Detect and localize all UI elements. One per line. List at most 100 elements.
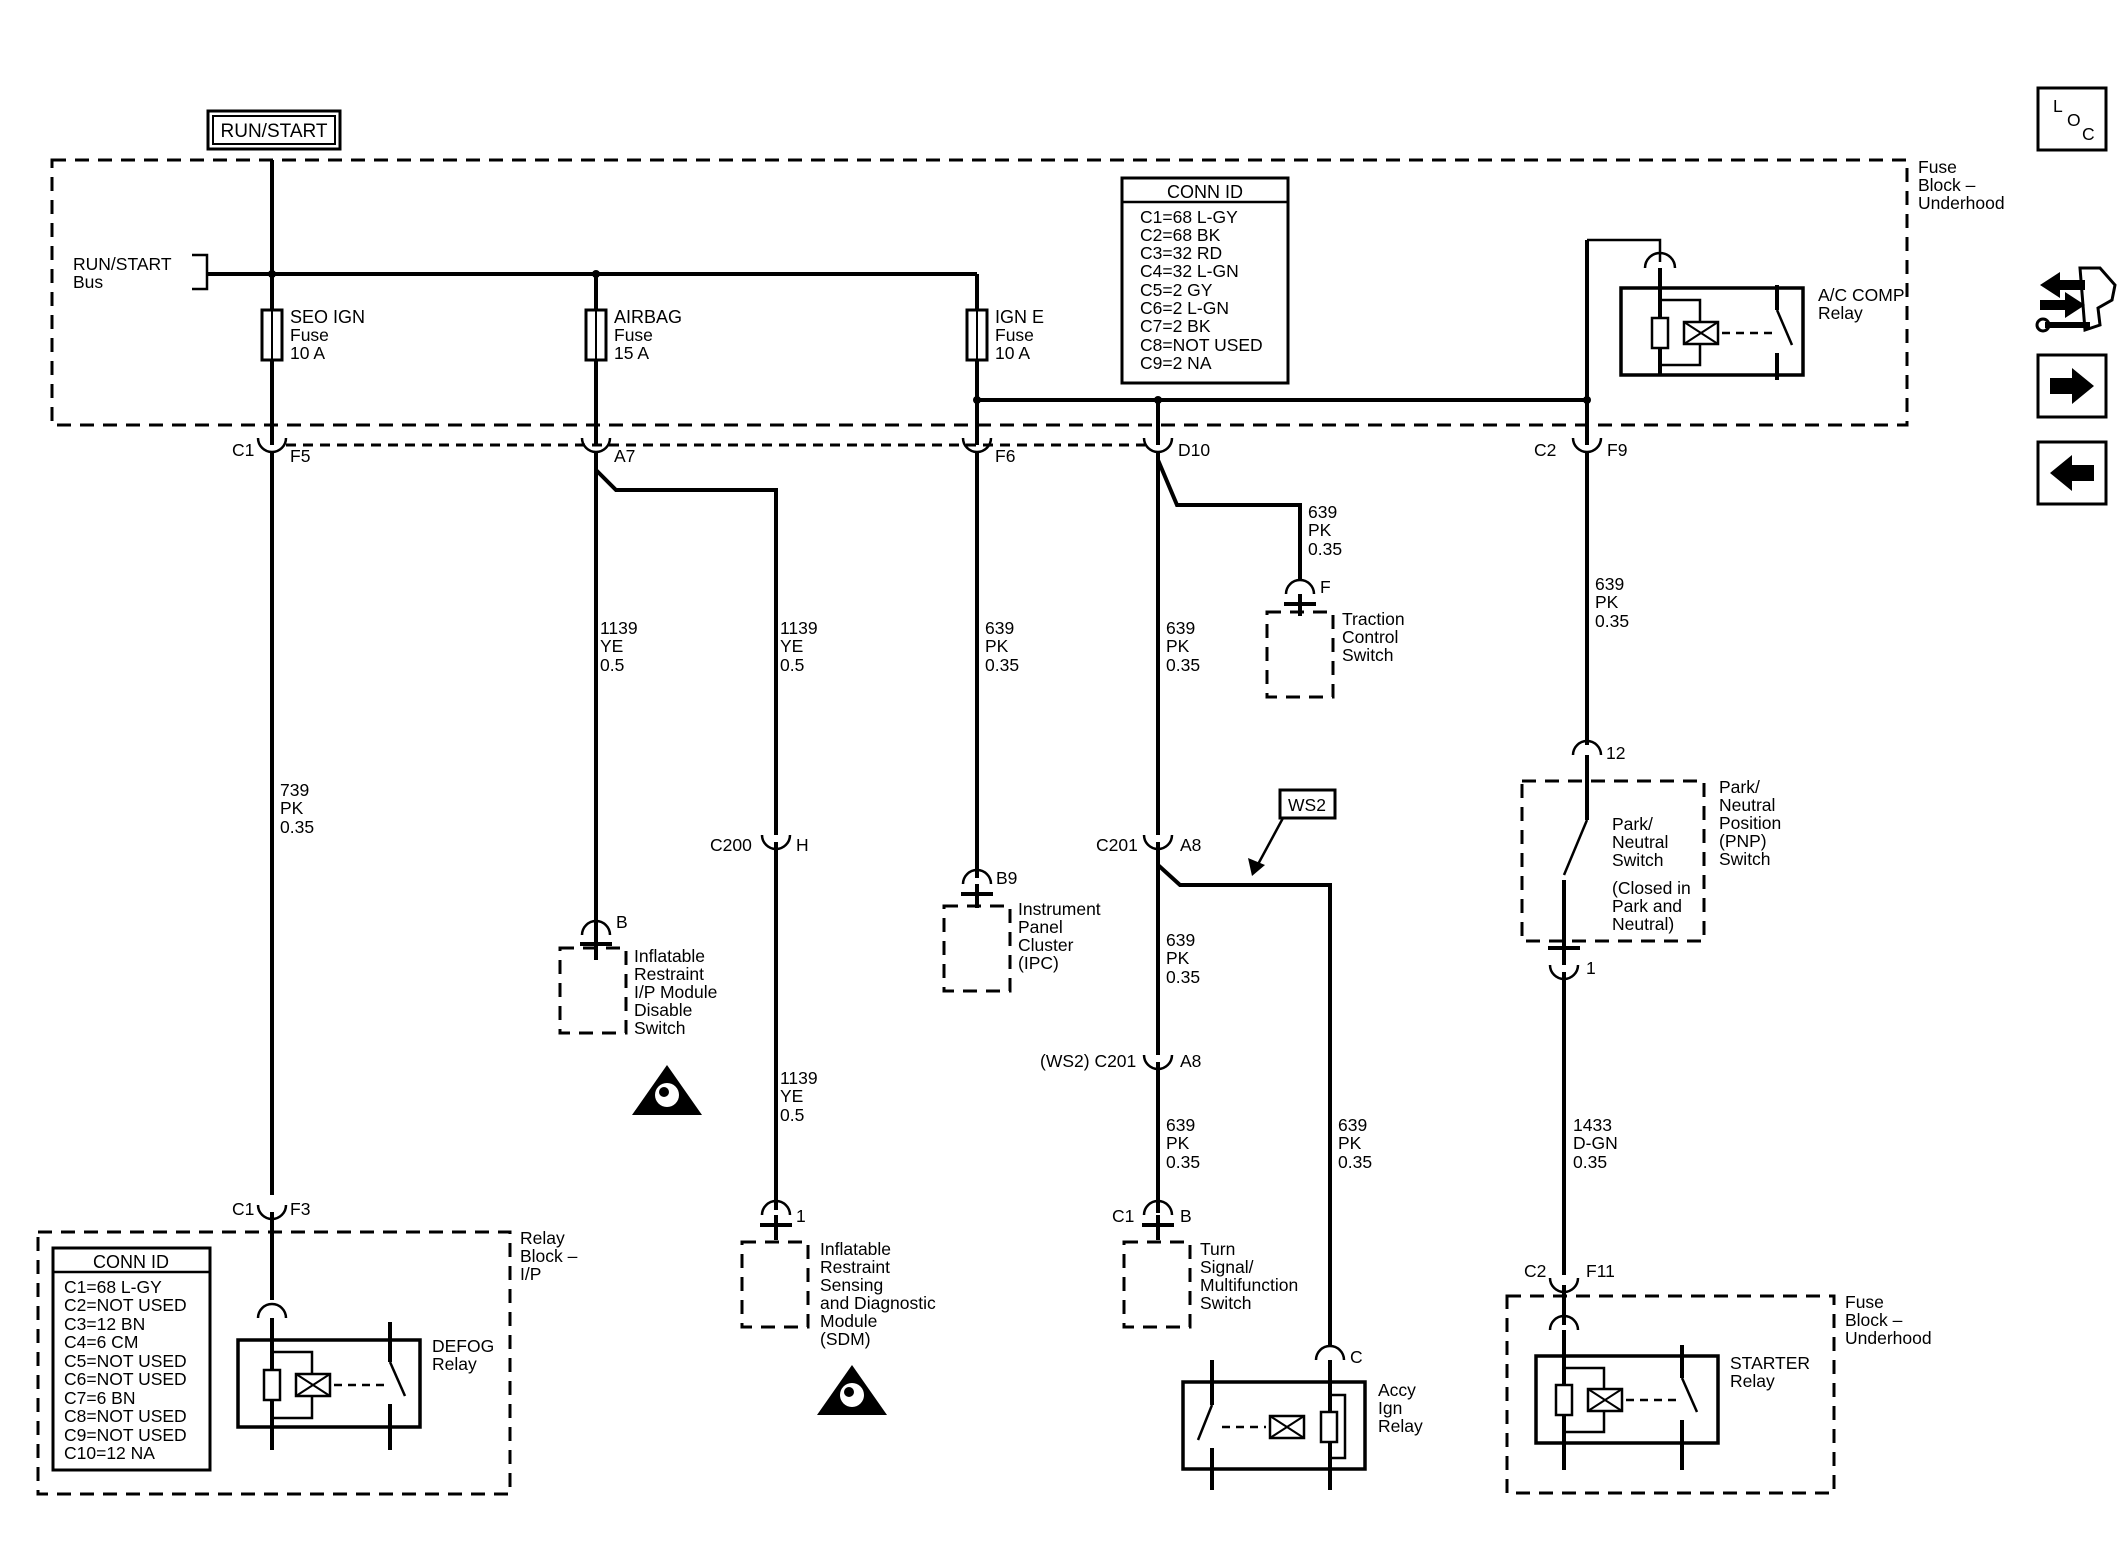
- svg-text:639: 639: [1338, 1115, 1367, 1135]
- svg-text:Underhood: Underhood: [1918, 193, 2005, 213]
- svg-text:Fuse: Fuse: [1918, 157, 1957, 177]
- airbag-fuse-label: AIRBAG Fuse 15 A: [614, 307, 682, 363]
- svg-text:B: B: [1180, 1206, 1192, 1226]
- svg-text:Bus: Bus: [73, 272, 103, 292]
- svg-text:0.35: 0.35: [1573, 1152, 1607, 1172]
- svg-text:1139: 1139: [780, 1068, 818, 1088]
- svg-text:C2: C2: [1524, 1261, 1546, 1281]
- forward-arrow-button[interactable]: [2036, 353, 2108, 419]
- svg-text:I/P: I/P: [520, 1264, 541, 1284]
- wire-1139-a-label: 1139 YE 0.5: [600, 618, 638, 675]
- svg-text:Relay: Relay: [432, 1354, 477, 1374]
- svg-text:(WS2) C201: (WS2) C201: [1040, 1051, 1136, 1071]
- svg-text:IGN E: IGN E: [995, 307, 1044, 327]
- svg-text:PK: PK: [985, 636, 1009, 656]
- svg-text:and Diagnostic: and Diagnostic: [820, 1293, 936, 1313]
- svg-text:0.35: 0.35: [985, 655, 1019, 675]
- svg-text:C3=32 RD: C3=32 RD: [1140, 243, 1222, 263]
- svg-text:Inflatable: Inflatable: [820, 1239, 891, 1259]
- svg-text:C5=2 GY: C5=2 GY: [1140, 280, 1213, 300]
- instrument-panel-cluster: B9 Instrument Panel Cluster (IPC): [942, 868, 1101, 993]
- ac-comp-relay: A/C COMP Relay: [1619, 251, 1905, 380]
- run-start-bus-label: RUN/START Bus: [73, 254, 172, 292]
- seo-ign-fuse-label: SEO IGN Fuse 10 A: [290, 307, 365, 363]
- svg-text:Park/: Park/: [1612, 814, 1653, 834]
- svg-text:F: F: [1320, 577, 1331, 597]
- svg-text:F11: F11: [1586, 1261, 1615, 1281]
- svg-text:Neutral): Neutral): [1612, 914, 1674, 934]
- svg-text:Panel: Panel: [1018, 917, 1063, 937]
- svg-text:C200: C200: [710, 835, 752, 855]
- wire-639-accy-label: 639 PK 0.35: [1338, 1115, 1372, 1172]
- svg-text:D-GN: D-GN: [1573, 1133, 1618, 1153]
- svg-text:0.35: 0.35: [1308, 539, 1342, 559]
- location-button[interactable]: L O C: [2036, 86, 2108, 152]
- svg-text:Instrument: Instrument: [1018, 899, 1101, 919]
- svg-text:H: H: [796, 835, 809, 855]
- svg-text:Fuse: Fuse: [995, 325, 1034, 345]
- svg-text:Park/: Park/: [1719, 777, 1760, 797]
- svg-text:O: O: [2067, 110, 2081, 130]
- svg-text:Block –: Block –: [1918, 175, 1976, 195]
- relay-block-ip: C1 F3 Relay Block – I/P: [36, 1199, 578, 1496]
- svg-text:C1: C1: [1112, 1206, 1134, 1226]
- svg-text:A/C COMP: A/C COMP: [1818, 285, 1905, 305]
- back-arrow-button[interactable]: [2036, 440, 2108, 506]
- svg-text:Switch: Switch: [1719, 849, 1771, 869]
- svg-text:C4=32 L-GN: C4=32 L-GN: [1140, 261, 1239, 281]
- traction-control-switch: F Traction Control Switch: [1265, 577, 1405, 699]
- svg-text:CONN ID: CONN ID: [93, 1252, 169, 1272]
- svg-text:SEO IGN: SEO IGN: [290, 307, 365, 327]
- svg-text:Turn: Turn: [1200, 1239, 1235, 1259]
- svg-text:B9: B9: [996, 868, 1017, 888]
- svg-text:Position: Position: [1719, 813, 1781, 833]
- wire-1139-b-label: 1139 YE 0.5: [780, 618, 818, 675]
- svg-text:1: 1: [1586, 958, 1596, 978]
- svg-text:C7=6 BN: C7=6 BN: [64, 1388, 136, 1408]
- service-tools-icon[interactable]: [2035, 266, 2117, 333]
- svg-text:Fuse: Fuse: [614, 325, 653, 345]
- svg-text:Restraint: Restraint: [634, 964, 704, 984]
- svg-text:C1=68 L-GY: C1=68 L-GY: [1140, 207, 1238, 227]
- svg-text:639: 639: [1595, 574, 1624, 594]
- svg-text:10 A: 10 A: [995, 343, 1030, 363]
- svg-text:PK: PK: [280, 798, 304, 818]
- svg-text:C6=NOT USED: C6=NOT USED: [64, 1369, 187, 1389]
- svg-text:Relay: Relay: [520, 1228, 565, 1248]
- svg-text:C201: C201: [1096, 835, 1138, 855]
- svg-text:F9: F9: [1607, 440, 1627, 460]
- svg-text:C7=2 BK: C7=2 BK: [1140, 316, 1211, 336]
- svg-text:0.35: 0.35: [1166, 967, 1200, 987]
- svg-text:C8=NOT USED: C8=NOT USED: [64, 1406, 187, 1426]
- wire-639-ipc-label: 639 PK 0.35: [985, 618, 1019, 675]
- wire-1139-c-label: 1139 YE 0.5: [780, 1068, 818, 1125]
- svg-text:Control: Control: [1342, 627, 1398, 647]
- svg-text:WS2: WS2: [1288, 795, 1326, 815]
- svg-text:Switch: Switch: [1200, 1293, 1252, 1313]
- wire-639-turn-label: 639 PK 0.35: [1166, 1115, 1200, 1172]
- sdm-warning-icon: [817, 1365, 887, 1415]
- svg-text:Park and: Park and: [1612, 896, 1682, 916]
- svg-text:PK: PK: [1166, 1133, 1190, 1153]
- svg-text:0.5: 0.5: [600, 655, 624, 675]
- svg-text:(Closed in: (Closed in: [1612, 878, 1691, 898]
- svg-text:Switch: Switch: [1342, 645, 1394, 665]
- svg-text:1139: 1139: [600, 618, 638, 638]
- svg-text:C5=NOT USED: C5=NOT USED: [64, 1351, 187, 1371]
- svg-text:Neutral: Neutral: [1612, 832, 1668, 852]
- fuse-block-top-label: Fuse Block – Underhood: [1918, 157, 2005, 213]
- accy-ign-relay: C Accy Ign Relay: [1181, 1344, 1423, 1490]
- wire-639-tc-label: 639 PK 0.35: [1308, 502, 1342, 559]
- svg-text:0.35: 0.35: [1338, 1152, 1372, 1172]
- svg-text:Traction: Traction: [1342, 609, 1405, 629]
- svg-text:C1: C1: [232, 1199, 254, 1219]
- defog-relay: DEFOG Relay: [236, 1212, 494, 1450]
- svg-text:0.35: 0.35: [1166, 655, 1200, 675]
- svg-text:YE: YE: [780, 636, 803, 656]
- c201-connector: C201 A8: [1096, 834, 1201, 855]
- svg-text:0.5: 0.5: [780, 655, 804, 675]
- svg-text:C4=6 CM: C4=6 CM: [64, 1332, 138, 1352]
- svg-text:639: 639: [985, 618, 1014, 638]
